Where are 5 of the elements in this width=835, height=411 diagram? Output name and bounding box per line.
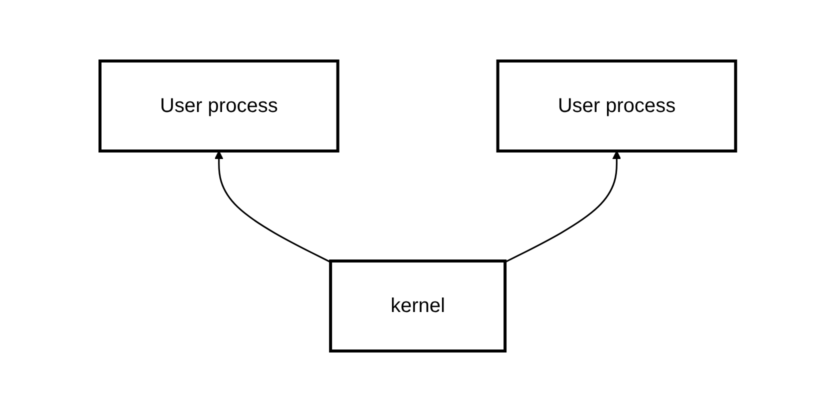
node-box: User process: [496, 59, 737, 152]
node-box: User process: [98, 59, 339, 152]
arrow: [214, 150, 331, 262]
node-box: kernel: [328, 259, 506, 352]
arrow: [504, 150, 621, 262]
